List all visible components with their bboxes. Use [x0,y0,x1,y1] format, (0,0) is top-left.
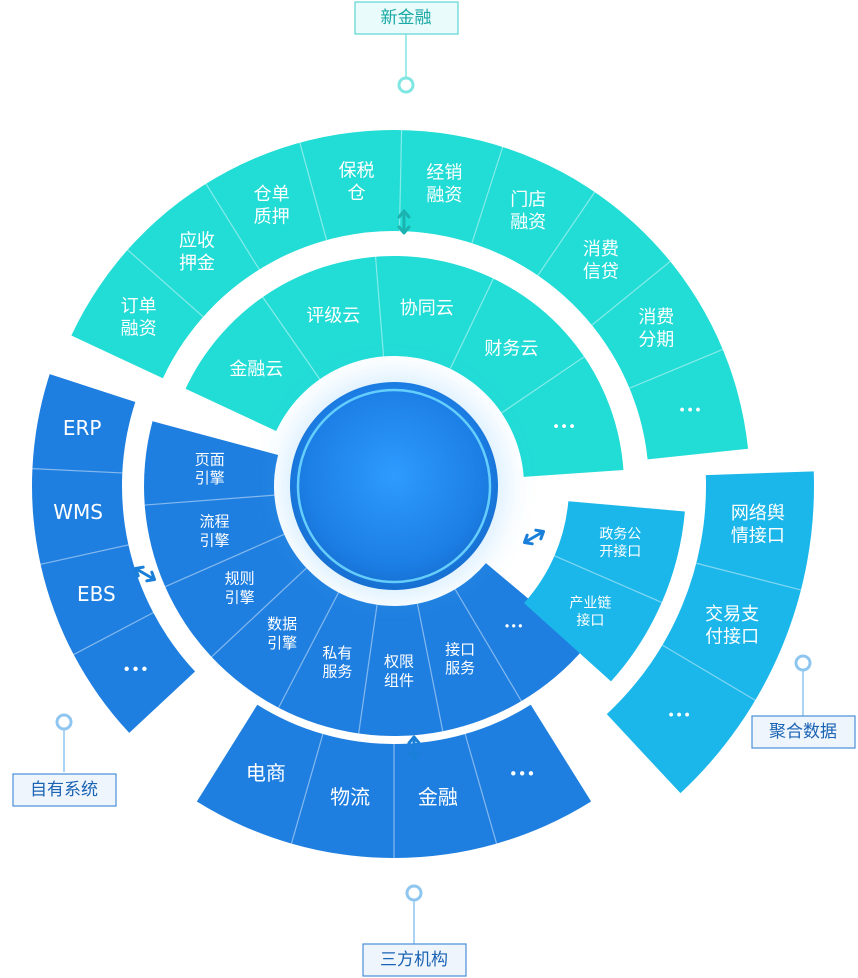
finance-segment-label: 保税仓 [338,161,374,205]
finance-segment-label: 仓单质押 [254,184,290,228]
arrows [133,209,546,761]
third-party-segment-label: 物流 [330,784,370,808]
segment-divider [374,256,385,357]
segment-divider [471,146,504,244]
segment-divider [416,603,444,732]
cloud-segment-label: 评级云 [306,306,360,327]
callout-new-finance-label: 新金融 [381,8,432,28]
segment-divider [591,260,671,326]
finance-segment-label: ••• [678,403,702,419]
outer-finance-ring: 订单融资应收押金 仓单质押 保税仓 经销融资门店融资消费信贷消费分期 ••• [71,129,749,460]
own-systems-ring-band [31,374,196,733]
segment-divider [73,612,154,656]
finance-segment-label: 订单融资 [121,296,157,340]
own-system-segment-label: ••• [122,660,149,678]
engine-segment-label: ••• [504,620,524,633]
segment-divider [554,555,663,603]
agg-outer-segment-label: 网络舆情接口 [731,503,785,547]
callout-connectors [55,34,812,944]
segment-divider [537,191,596,276]
segment-divider [205,183,260,270]
agg-outer-segment-label: ••• [667,708,691,724]
agg-outer-segment-label: 交易支付接口 [705,604,759,648]
segment-divider [454,588,522,702]
engine-segment-label: 权限组件 [384,652,414,689]
callout-own-systems: 自有系统 [12,773,117,807]
cloud-segment-label: ••• [552,419,576,435]
segment-divider [262,296,321,380]
segment-divider [662,644,756,701]
hub-disc [290,382,498,590]
third-party-segment-label: 电商 [246,760,286,784]
segment-divider [290,733,324,844]
engine-segment-label: 规则引擎 [225,569,255,606]
callout-own-systems-label: 自有系统 [30,780,98,800]
segment-divider [40,544,129,565]
segment-divider [358,604,378,734]
cloud-segment-label: 财务云 [484,339,538,360]
cloud-segment-label: 协同云 [400,298,454,319]
own-systems-ring: ERP WMS EBS ••• [31,374,196,733]
callout-third-party-label: 三方机构 [380,950,448,970]
finance-segment-label: 消费分期 [638,307,674,351]
segment-divider [464,733,498,844]
segment-divider [629,348,723,389]
segment-divider [449,278,494,370]
central-hub [266,358,522,614]
segment-divider [127,249,204,318]
finance-segment-label: 消费信贷 [583,239,619,283]
engine-segment-label: 页面引擎 [195,450,225,487]
outer-finance-ring-band [71,129,749,460]
segment-divider [144,494,275,506]
callout-aggregated-data: 聚合数据 [751,715,856,749]
segment-divider [278,592,340,709]
segment-divider [696,562,802,591]
engine-ring-band [143,421,586,737]
finance-segment-label: 经销融资 [426,162,462,206]
aggregated-inner-band [524,501,685,682]
callout-third-party: 三方机构 [362,943,467,977]
double-arrow-icon [407,735,421,761]
double-arrow-icon [133,565,157,583]
engine-segment-label: 接口服务 [445,640,475,677]
segment-divider [211,567,307,658]
engine-segment-label: 流程引擎 [200,512,230,549]
agg-inner-segment-label: 产业链接口 [569,596,611,630]
finance-segment-label: 应收押金 [179,230,215,273]
cloud-segment-label: 金融云 [229,359,283,380]
third-party-segment-label: 金融 [418,784,458,808]
connector-dot-icon [794,654,812,672]
third-party-ring-band [196,704,592,858]
own-system-segment-label: WMS [53,499,103,523]
callout-new-finance: 新金融 [354,1,459,35]
inner-cloud-ring-band [185,255,624,477]
double-arrow-icon [522,528,546,546]
agg-inner-segment-label: 政务公开接口 [599,527,641,561]
third-party-segment-label: ••• [509,764,536,782]
engine-segment-label: 私有服务 [322,643,352,680]
double-arrow-icon [397,209,411,235]
aggregated-outer-band [606,471,814,794]
own-system-segment-label: ERP [63,415,102,439]
segment-divider [164,533,285,588]
finance-segment-label: 门店融资 [510,189,546,233]
connector-dot-icon [55,713,73,731]
connector-dot-icon [405,884,423,902]
hub-inner-ring [296,388,492,584]
connector-dot-icon [397,76,415,94]
own-system-segment-label: EBS [77,582,116,606]
segment-divider [299,142,328,241]
segment-divider [501,356,585,414]
segment-divider [32,468,123,474]
engine-segment-label: 数据引擎 [267,615,297,652]
callout-aggregated-data-label: 聚合数据 [769,722,837,742]
